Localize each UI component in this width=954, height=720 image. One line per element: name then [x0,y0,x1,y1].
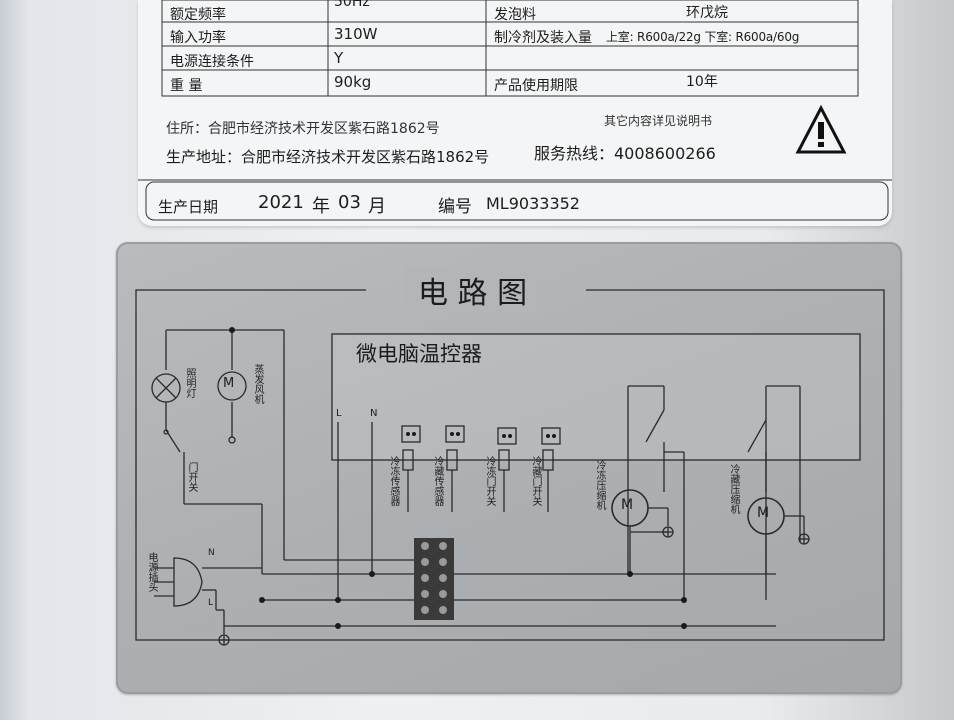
lifespan-value: 10年 [686,74,718,90]
production-year-unit: 年 [312,196,330,217]
diagram-title: 电 路 图 [404,268,542,312]
plug-l: L [208,598,214,608]
controller-label: 微电脑温控器 [356,342,482,366]
address-line: 住所：合肥市经济技术开发区紫石路1862号 [166,121,440,137]
plug-label: 电源插头 [146,552,157,592]
label-lines [138,0,892,221]
fridge-sensor-label: 冷藏传感器 [432,456,443,506]
refrigerant-label: 制冷剂及装入量 [494,30,592,46]
terminal-n: N [370,408,378,419]
weight-value: 90kg [334,73,372,91]
freezer-motor-symbol: M [621,497,634,513]
freezer-compressor-label: 冷冻压缩机 [594,460,605,510]
input-power-value: 310W [334,25,378,43]
fridge-motor-symbol: M [757,505,770,521]
plug-n: N [208,548,215,558]
input-power-label: 输入功率 [170,30,226,46]
circuit-wiring [135,289,885,646]
fridge-compressor-label: 冷藏压缩机 [728,464,739,514]
lamp-label: 照明灯 [184,368,195,398]
freezer-sensor-label: 冷冻传感器 [388,456,399,506]
foam-label: 发泡料 [494,7,536,23]
warning-icon [795,104,847,154]
power-conn-label: 电源连接条件 [170,54,254,70]
lifespan-label: 产品使用期限 [494,78,578,94]
production-year: 2021 [258,192,304,213]
freezer-door-label: 冷冻门开关 [484,456,495,506]
rating-label: 额定频率 50Hz 输入功率 310W 电源连接条件 Y 重 量 90kg 发泡… [138,0,892,226]
rated-freq-value: 50Hz [334,0,370,10]
fan-label: 蒸发风机 [252,364,263,404]
details-note: 其它内容详见说明书 [604,114,713,128]
door-switch-label: 门开关 [186,462,197,492]
terminal-l: L [336,408,342,419]
rated-freq-label: 额定频率 [170,7,226,23]
factory-line: 生产地址：合肥市经济技术开发区紫石路1862号 [166,148,490,166]
serial-label: 编号 [438,197,472,217]
refrigerant-value: 上室: R600a/22g 下室: R600a/60g [606,30,800,44]
terminal-block [414,538,454,620]
fan-motor-symbol: M [223,376,235,391]
fridge-door-label: 冷藏门开关 [530,456,541,506]
production-month-unit: 月 [368,196,386,217]
production-date-label: 生产日期 [158,198,219,216]
power-conn-value: Y [334,49,344,67]
hotline: 服务热线：4008600266 [534,144,716,163]
serial-number: ML9033352 [486,194,580,213]
production-month: 03 [338,192,361,213]
foam-value: 环戊烷 [686,5,728,21]
weight-label: 重 量 [170,78,203,94]
circuit-diagram-plate: 电 路 图 微电脑温控器 L N N L M M M 照明灯 蒸发风机 门开关 … [116,242,902,694]
